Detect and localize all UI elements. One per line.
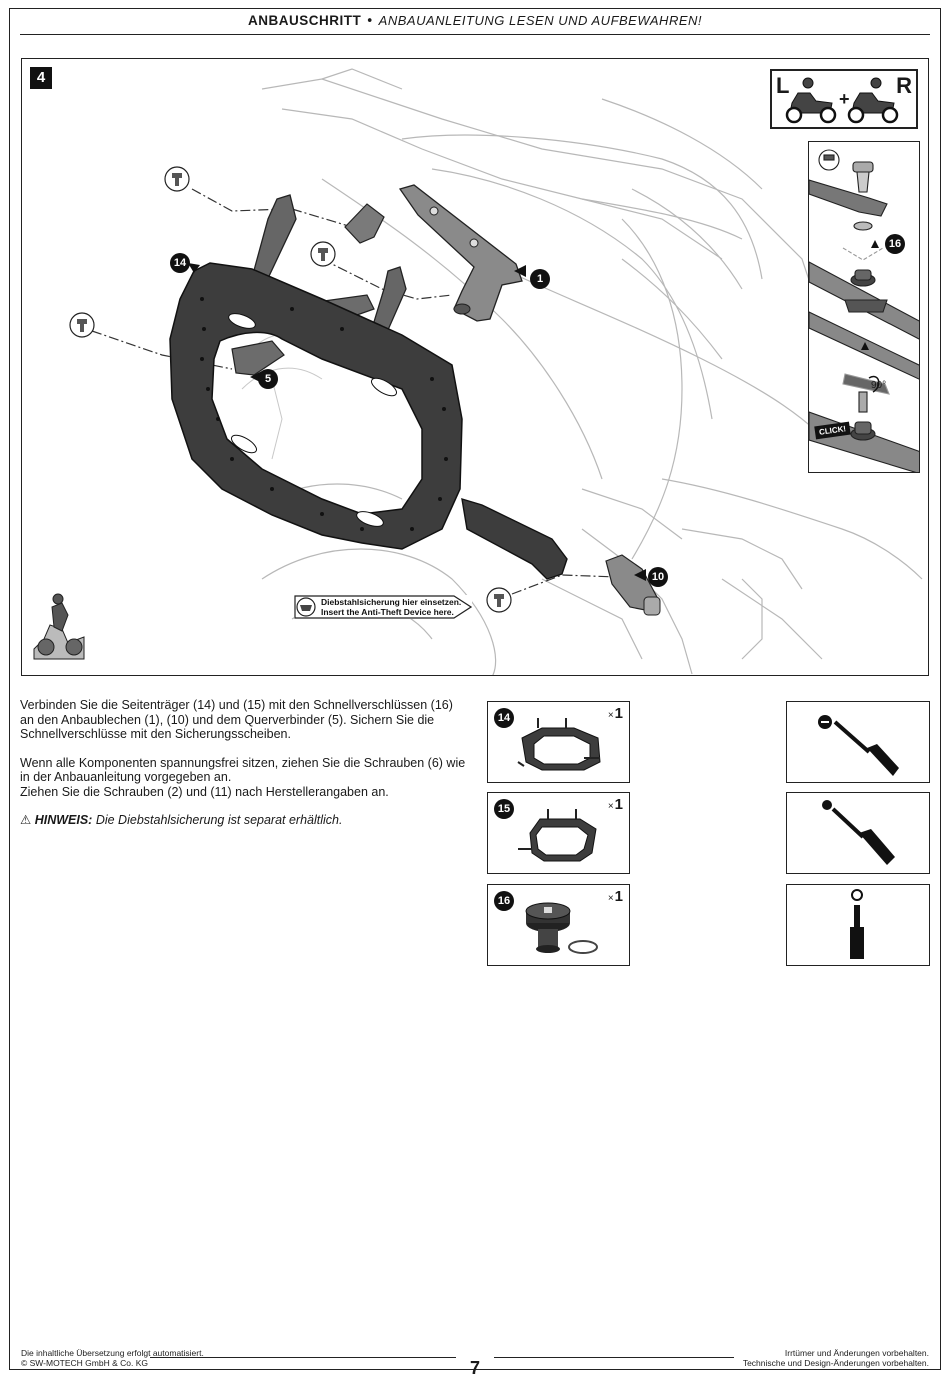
- plus-sign: +: [839, 89, 850, 109]
- assembly-diagram: 4 L R +: [21, 58, 929, 676]
- tool-box-torx-screwdriver: [786, 792, 930, 874]
- anti-theft-text-en: Insert the Anti-Theft Device here.: [321, 607, 454, 617]
- warning-icon: ⚠: [20, 813, 32, 827]
- page-header: ANBAUSCHRITT • ANBAUANLEITUNG LESEN UND …: [20, 12, 930, 35]
- part-box-14: 14 ×1: [487, 701, 630, 783]
- page-number: 7: [469, 1358, 480, 1378]
- motorcycle-rider-icon: [785, 77, 899, 124]
- part-number: 14: [494, 708, 514, 728]
- header-separator: •: [365, 14, 375, 29]
- callout-10: 10: [648, 567, 668, 587]
- socket-wrench-icon: [850, 889, 864, 959]
- footer-left: Die inhaltliche Übersetzung erfolgt auto…: [21, 1348, 204, 1368]
- note-line: ⚠ HINWEIS: Die Diebstahlsicherung ist se…: [20, 813, 470, 828]
- torx-screwdriver-icon: [822, 800, 895, 865]
- quick-release-fastener-icon: [525, 902, 598, 954]
- header-subtitle: ANBAUANLEITUNG LESEN UND AUFBEWAHREN!: [378, 13, 703, 28]
- quick-release-detail-illustration: [809, 149, 919, 472]
- side-carrier-frame-icon: [517, 718, 601, 771]
- footer-translation-note: Die inhaltliche Übersetzung erfolgt auto…: [21, 1348, 204, 1358]
- step-number-badge: 4: [30, 67, 52, 89]
- right-side-label: R: [896, 73, 912, 98]
- part-number: 16: [494, 891, 514, 911]
- callout-5: 5: [258, 369, 278, 389]
- callout-16: 16: [885, 234, 905, 254]
- anti-theft-text-de: Diebstahlsicherung hier einsetzen.: [321, 597, 462, 607]
- flat-screwdriver-icon: [818, 715, 899, 776]
- callout-14: 14: [170, 253, 190, 273]
- part-quantity: ×1: [607, 888, 623, 905]
- anti-theft-label: Diebstahlsicherung hier einsetzen. Inser…: [294, 595, 472, 619]
- part-quantity: ×1: [607, 705, 623, 722]
- rotation-label: 90°: [871, 380, 887, 391]
- part-quantity: ×1: [607, 796, 623, 813]
- left-side-label: L: [776, 73, 790, 98]
- footer-design-note: Technische und Design-Änderungen vorbeha…: [742, 1358, 929, 1368]
- part-box-16: 16 ×1: [487, 884, 630, 966]
- footer-errors-note: Irrtümer und Änderungen vorbehalten.: [784, 1348, 929, 1358]
- footer-divider-right: [494, 1357, 734, 1358]
- note-text: Die Diebstahlsicherung ist separat erhäl…: [95, 813, 343, 827]
- tool-box-socket-wrench: [786, 884, 930, 966]
- header-title: ANBAUSCHRITT: [247, 13, 362, 28]
- footer-divider-left: [150, 1357, 456, 1358]
- tool-box-flat-screwdriver: [786, 701, 930, 783]
- quick-release-detail-box: 16 90° CLICK!: [808, 141, 920, 473]
- instruction-paragraph-2: Wenn alle Komponenten spannungsfrei sitz…: [20, 755, 466, 785]
- instructions-text: Verbinden Sie die Seitenträger (14) und …: [20, 698, 470, 842]
- note-label: HINWEIS:: [34, 813, 93, 827]
- part-box-15: 15 ×1: [487, 792, 630, 874]
- footer-right: Irrtümer und Änderungen vorbehalten. Tec…: [743, 1348, 929, 1368]
- side-carrier-frame-icon: [518, 809, 597, 862]
- instruction-paragraph-1: Verbinden Sie die Seitenträger (14) und …: [20, 698, 453, 741]
- motorcycle-illustration: [33, 68, 923, 675]
- instruction-paragraph-3: Ziehen Sie die Schrauben (2) und (11) na…: [20, 784, 389, 799]
- footer-copyright: © SW-MOTECH GmbH & Co. KG: [21, 1358, 149, 1368]
- callout-1: 1: [530, 269, 550, 289]
- anti-theft-outline-icon: [294, 595, 472, 619]
- page-frame: [9, 8, 941, 1370]
- part-number: 15: [494, 799, 514, 819]
- side-indicator-box: L R +: [770, 69, 918, 129]
